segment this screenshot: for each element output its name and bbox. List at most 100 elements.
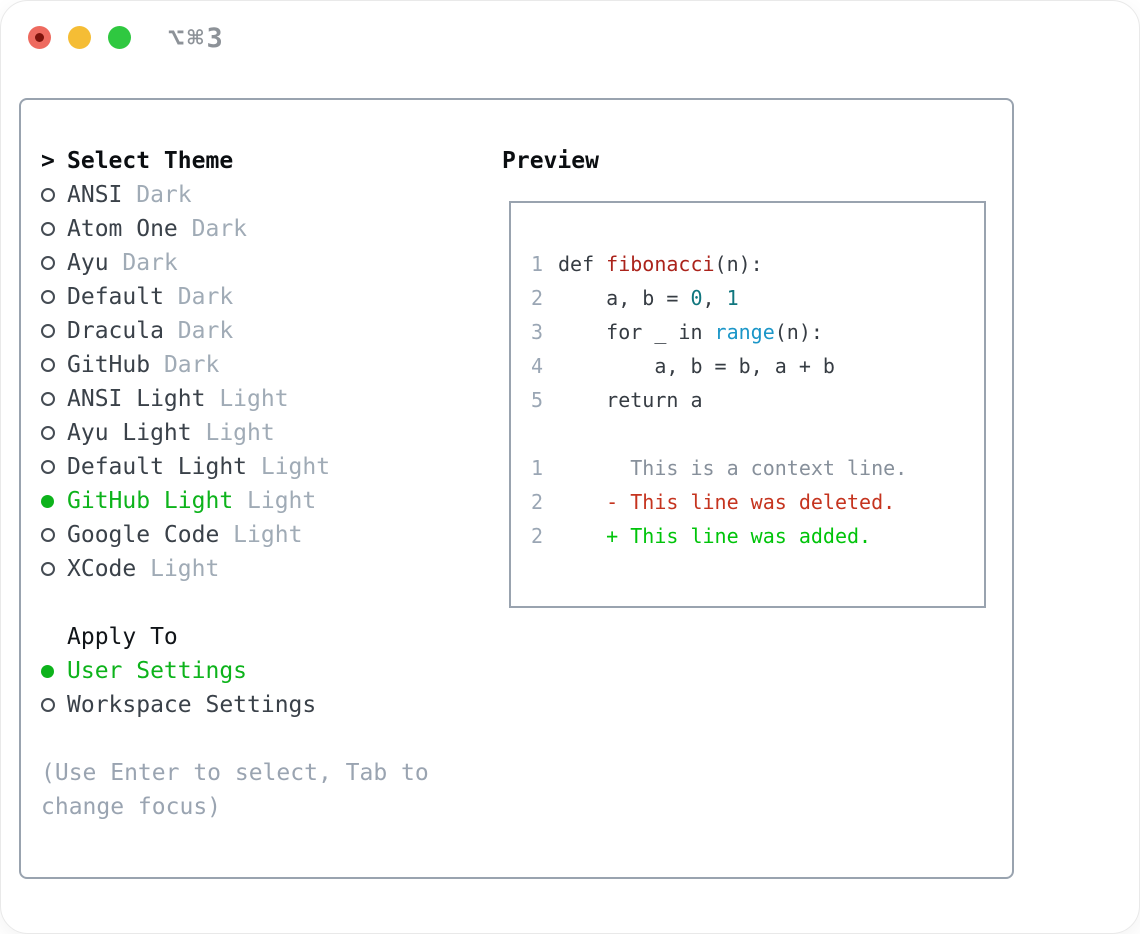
radio-selected-icon [41, 494, 54, 508]
theme-variant-label: Dark [150, 352, 220, 378]
code-token-num: 1 [726, 286, 739, 310]
theme-option-xcode[interactable]: XCode Light [41, 552, 491, 586]
help-text-line: change focus) [41, 794, 222, 820]
radio-unselected-icon [41, 290, 55, 304]
line-number: 1 [531, 252, 544, 276]
apply-radio [41, 698, 67, 712]
theme-name-label: XCode [67, 556, 137, 582]
theme-radio [41, 256, 67, 270]
theme-variant-label: Light [136, 556, 220, 582]
theme-name-label: ANSI [67, 182, 123, 208]
theme-variant-label: Dark [163, 318, 234, 344]
theme-option-default[interactable]: Default Dark [41, 280, 491, 314]
line-number: 2 [531, 286, 544, 310]
code-token-plain: (n): [714, 252, 763, 276]
theme-option-ayu[interactable]: Ayu Dark [41, 246, 491, 280]
theme-variant-label: Dark [177, 216, 248, 242]
theme-option-github-light[interactable]: GitHub Light Light [41, 484, 491, 518]
preview-code-line: 3 for _ in range(n): [531, 315, 984, 349]
code-token-plain: (n): [774, 320, 823, 344]
preview-code-line: 2 + This line was added. [531, 519, 984, 553]
theme-option-ansi-light[interactable]: ANSI Light Light [41, 382, 491, 416]
theme-radio [41, 222, 67, 236]
theme-radio [41, 324, 67, 338]
apply-option-user-settings[interactable]: User Settings [41, 654, 491, 688]
radio-unselected-icon [41, 528, 55, 542]
theme-name-label: Ayu Light [67, 420, 192, 446]
code-token-plain: a, b = b, a + b [558, 354, 835, 378]
spacer [41, 586, 491, 620]
line-number: 5 [531, 388, 544, 412]
theme-option-ayu-light[interactable]: Ayu Light Light [41, 416, 491, 450]
radio-unselected-icon [41, 426, 55, 440]
apply-to-header-row: Apply To [41, 620, 491, 654]
theme-name-label: Google Code [67, 522, 220, 548]
line-number: 1 [531, 456, 544, 480]
close-record-dot-icon [35, 33, 44, 42]
theme-name-label: ANSI Light [67, 386, 206, 412]
theme-variant-label: Dark [108, 250, 178, 276]
line-number: 3 [531, 320, 544, 344]
preview-code-line: 5 return a [531, 383, 984, 417]
code-token-plain: for _ in [558, 320, 715, 344]
radio-unselected-icon [41, 358, 55, 372]
close-button[interactable] [28, 26, 51, 49]
line-number [531, 417, 558, 451]
theme-option-default-light[interactable]: Default Light Light [41, 450, 491, 484]
apply-option-workspace-settings[interactable]: Workspace Settings [41, 688, 491, 722]
code-token-context: This is a context line. [558, 456, 908, 480]
spacer [41, 722, 491, 756]
radio-unselected-icon [41, 392, 55, 406]
preview-code-line: 2 a, b = 0, 1 [531, 281, 984, 315]
radio-unselected-icon [41, 460, 55, 474]
theme-radio [41, 562, 67, 576]
code-token-plain: def [558, 252, 607, 276]
code-token-num: 0 [690, 286, 703, 310]
code-token-plain: , [702, 286, 727, 310]
cursor-marker: > [41, 148, 67, 174]
theme-radio [41, 528, 67, 542]
preview-code-line: 1 def fibonacci(n): [531, 247, 984, 281]
theme-name-label: GitHub [67, 352, 151, 378]
theme-option-google-code[interactable]: Google Code Light [41, 518, 491, 552]
theme-name-label: Default [67, 284, 164, 310]
theme-variant-label: Dark [163, 284, 234, 310]
preview-code-line: 4 a, b = b, a + b [531, 349, 984, 383]
radio-unselected-icon [41, 256, 55, 270]
theme-option-github[interactable]: GitHub Dark [41, 348, 491, 382]
theme-option-ansi[interactable]: ANSI Dark [41, 178, 491, 212]
theme-radio [41, 460, 67, 474]
theme-option-atom-one[interactable]: Atom One Dark [41, 212, 491, 246]
theme-name-label: Ayu [67, 250, 109, 276]
preview-code-line: 1 This is a context line. [531, 451, 984, 485]
minimize-button[interactable] [68, 26, 91, 49]
apply-radio [41, 664, 67, 678]
theme-variant-label: Light [219, 522, 303, 548]
theme-variant-label: Light [247, 454, 331, 480]
apply-to-title: Apply To [67, 624, 178, 650]
code-token-plain: return a [558, 388, 703, 412]
line-number: 2 [531, 490, 544, 514]
line-number: 4 [531, 354, 544, 378]
maximize-button[interactable] [108, 26, 131, 49]
radio-selected-icon [41, 664, 54, 678]
radio-unselected-icon [41, 188, 55, 202]
theme-name-label: Default Light [67, 454, 248, 480]
traffic-lights [28, 26, 131, 49]
window-shortcut-label: ⌥⌘3 [168, 23, 226, 54]
code-token-func: fibonacci [606, 252, 715, 276]
radio-unselected-icon [41, 698, 55, 712]
theme-option-dracula[interactable]: Dracula Dark [41, 314, 491, 348]
apply-option-label: Workspace Settings [67, 692, 317, 718]
radio-unselected-icon [41, 562, 55, 576]
theme-radio [41, 358, 67, 372]
code-token-deleted: - This line was deleted. [558, 490, 896, 514]
line-number: 2 [531, 524, 544, 548]
theme-radio [41, 392, 67, 406]
theme-name-label: GitHub Light [67, 488, 234, 514]
theme-variant-label: Light [233, 488, 317, 514]
code-token-added: + This line was added. [558, 524, 872, 548]
